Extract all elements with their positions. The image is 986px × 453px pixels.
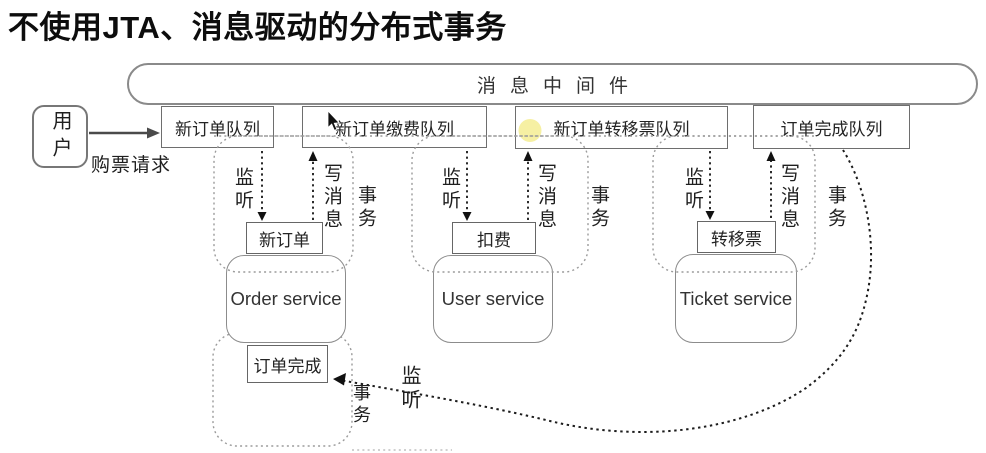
transaction-boundary-ticket	[652, 135, 816, 273]
action-label: 转移票	[711, 229, 762, 249]
queue-label: 订单完成队列	[780, 119, 883, 139]
service-ticket: Ticket service	[675, 254, 797, 343]
queue-new-order: 新订单队列	[161, 106, 274, 148]
write-arrow-order	[308, 151, 318, 220]
write-label-order: 写消息	[321, 163, 342, 232]
action-label: 订单完成	[253, 356, 322, 376]
queue-order-complete: 订单完成队列	[753, 105, 910, 149]
listen-label-order: 监听	[232, 167, 253, 213]
listen-label-ticket: 监听	[682, 167, 703, 213]
transaction-label-order: 事务	[355, 185, 376, 231]
write-label-ticket: 写消息	[778, 163, 799, 232]
service-name: Order service	[230, 288, 342, 309]
write-arrow-user	[523, 151, 533, 220]
action-order-complete: 订单完成	[247, 345, 328, 383]
service-user: User service	[433, 255, 553, 343]
service-name: User service	[441, 288, 545, 309]
service-name: Ticket service	[679, 287, 793, 309]
completion-listen-curve	[333, 149, 873, 433]
service-order: Order service	[226, 255, 346, 343]
action-deduct-fee: 扣费	[452, 222, 536, 254]
transaction-label-ticket: 事务	[825, 185, 846, 231]
queue-ticket-transfer: 新订单转移票队列	[515, 106, 728, 149]
page-title: 不使用JTA、消息驱动的分布式事务	[8, 10, 507, 45]
queue-label: 新订单缴费队列	[335, 119, 454, 139]
purchase-request-label: 购票请求	[91, 155, 172, 176]
transaction-boundary-order	[213, 135, 354, 273]
queue-label: 新订单队列	[175, 119, 260, 139]
listen-arrow-user	[462, 151, 472, 221]
action-transfer-ticket: 转移票	[697, 221, 776, 253]
transaction-label-completion: 事务	[351, 383, 371, 427]
listen-arrow-order	[257, 151, 267, 221]
listen-label-completion: 监听	[398, 365, 420, 413]
transaction-label-user: 事务	[588, 185, 609, 231]
listen-arrow-ticket	[705, 151, 715, 220]
write-arrow-ticket	[766, 151, 776, 218]
mouse-cursor	[327, 109, 341, 131]
user-node: 用户	[32, 105, 88, 168]
user-label: 用户	[49, 109, 71, 164]
transaction-boundary-completion	[212, 332, 353, 447]
middleware-label: 消息中间件	[476, 75, 642, 97]
write-label-user: 写消息	[535, 163, 556, 232]
transaction-boundary-user	[411, 135, 589, 273]
message-middleware-bar: 消息中间件	[127, 63, 978, 105]
action-label: 扣费	[477, 230, 511, 250]
action-label: 新订单	[259, 230, 310, 250]
action-new-order: 新订单	[246, 222, 323, 254]
queue-label: 新订单转移票队列	[553, 120, 690, 139]
purchase-request-arrow	[89, 127, 160, 139]
listen-label-user: 监听	[439, 167, 460, 213]
